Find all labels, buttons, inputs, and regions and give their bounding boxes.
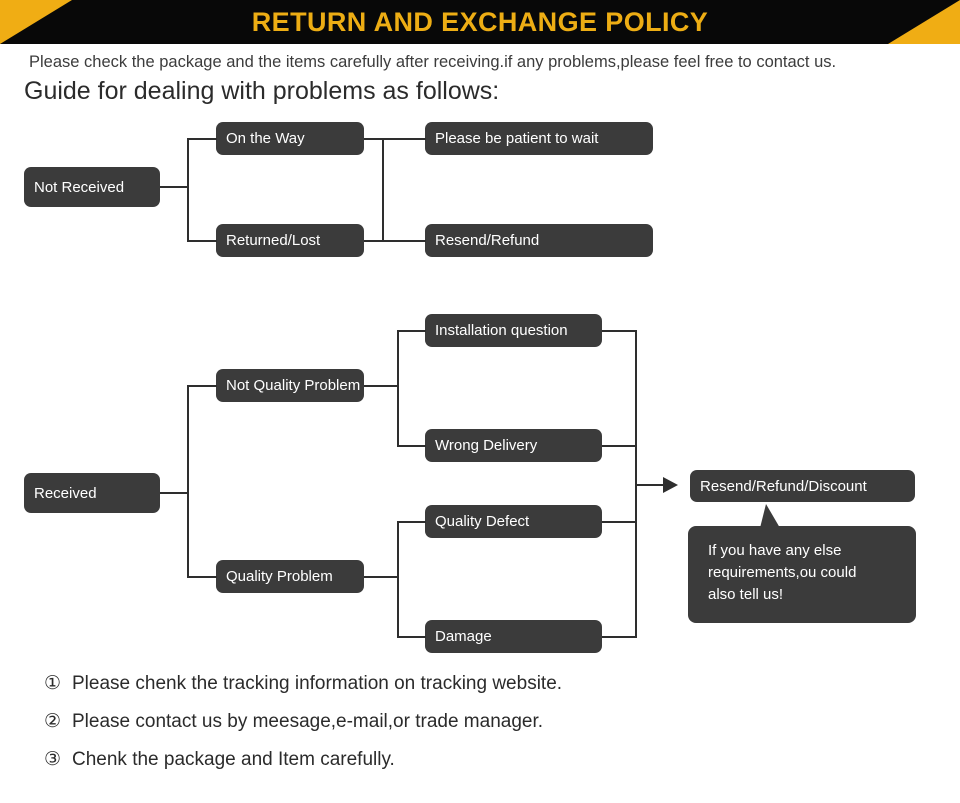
connector-to-not-quality — [187, 385, 217, 387]
connector-installation-question-out — [602, 330, 637, 332]
connector-to-wrong-delivery — [397, 445, 426, 447]
list-item: ② Please contact us by meesage,e-mail,or… — [44, 710, 744, 748]
connector-root-stub — [160, 186, 188, 188]
connector-outcome-bus — [382, 138, 384, 242]
speech-bubble: If you have any else requirements,ou cou… — [688, 526, 916, 623]
node-label: Returned/Lost — [226, 232, 321, 249]
node-label: Installation question — [435, 322, 568, 339]
note-text: Chenk the package and Item carefully. — [72, 749, 395, 770]
node-not-received: Not Received — [24, 167, 160, 207]
connector-quality-defect-out — [602, 521, 637, 523]
connector-wrong-delivery-out — [602, 445, 637, 447]
connector-quality-bus — [397, 521, 399, 637]
connector-damage-out — [602, 636, 637, 638]
connector-outcome-arrow-shaft — [635, 484, 667, 486]
connector-to-installation-question — [397, 330, 426, 332]
node-label: Resend/Refund — [435, 232, 540, 249]
connector-to-quality — [187, 576, 217, 578]
connector-received-stub — [160, 492, 188, 494]
node-quality-problem: Quality Problem — [216, 560, 364, 593]
connector-root-bus — [187, 138, 189, 242]
node-wrong-delivery: Wrong Delivery — [425, 429, 602, 462]
header-banner: RETURN AND EXCHANGE POLICY — [0, 0, 960, 44]
node-installation-question: Installation question — [425, 314, 602, 347]
connector-not-quality-bus — [397, 330, 399, 446]
node-label: Not Quality Problem — [226, 377, 361, 394]
note-text: Please chenk the tracking information on… — [72, 673, 563, 694]
connector-returned-lost-out — [364, 240, 426, 242]
connector-not-quality-out — [364, 385, 398, 387]
intro-paragraph: Please check the package and the items c… — [29, 53, 837, 71]
speech-bubble-tail — [760, 504, 780, 528]
page-title: RETURN AND EXCHANGE POLICY — [251, 7, 709, 37]
connector-to-returned-lost — [187, 240, 217, 242]
node-label: Wrong Delivery — [435, 437, 538, 454]
node-resend-refund-discount: Resend/Refund/Discount — [690, 470, 915, 502]
node-label: Damage — [435, 628, 492, 645]
list-item: ③ Chenk the package and Item carefully. — [44, 748, 744, 786]
arrow-right-icon — [663, 477, 678, 493]
node-received: Received — [24, 473, 160, 513]
header-black-band — [0, 0, 960, 44]
node-label: Not Received — [34, 178, 125, 196]
guide-heading: Guide for dealing with problems as follo… — [24, 77, 500, 105]
note-text: Please contact us by meesage,e-mail,or t… — [72, 711, 544, 732]
connector-quality-out — [364, 576, 398, 578]
node-label: Resend/Refund/Discount — [700, 477, 867, 495]
notes-list: ① Please chenk the tracking information … — [44, 672, 744, 786]
connector-to-quality-defect — [397, 521, 426, 523]
node-label: Received — [34, 484, 97, 502]
node-please-be-patient: Please be patient to wait — [425, 122, 653, 155]
node-label: Quality Problem — [226, 568, 333, 585]
node-label: Quality Defect — [435, 513, 530, 530]
connector-on-the-way-out — [364, 138, 426, 140]
node-on-the-way: On the Way — [216, 122, 364, 155]
note-number: ③ — [44, 749, 62, 770]
node-label: Please be patient to wait — [435, 130, 599, 147]
node-quality-defect: Quality Defect — [425, 505, 602, 538]
node-label: On the Way — [226, 130, 305, 147]
connector-to-damage — [397, 636, 426, 638]
connector-to-on-the-way — [187, 138, 217, 140]
note-number: ② — [44, 711, 62, 732]
node-resend-refund: Resend/Refund — [425, 224, 653, 257]
node-returned-lost: Returned/Lost — [216, 224, 364, 257]
node-damage: Damage — [425, 620, 602, 653]
speech-bubble-text: If you have any else requirements,ou cou… — [708, 542, 857, 603]
node-not-quality-problem: Not Quality Problem — [216, 369, 364, 402]
connector-received-bus — [187, 385, 189, 577]
note-number: ① — [44, 673, 62, 694]
list-item: ① Please chenk the tracking information … — [44, 672, 744, 710]
